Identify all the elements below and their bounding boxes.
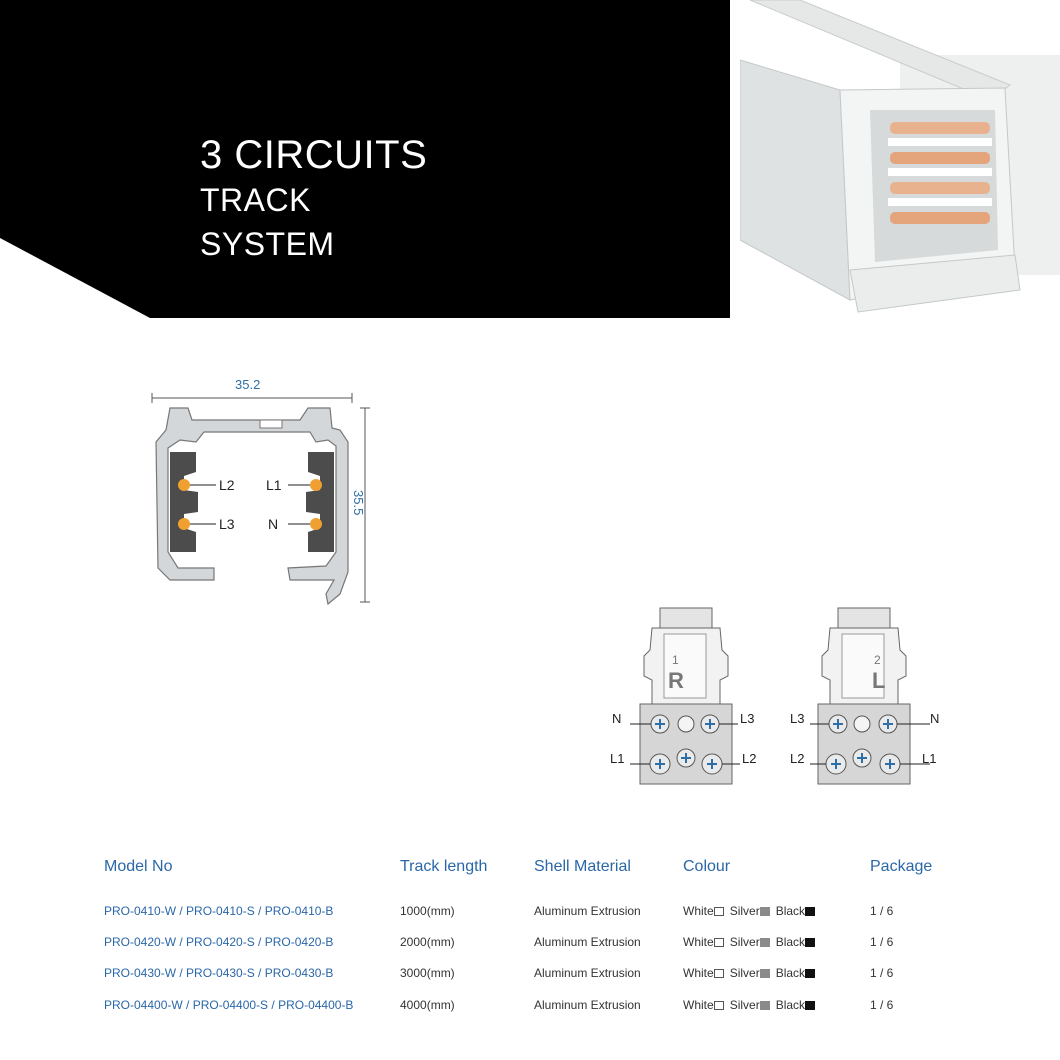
colour-cell: White Silver Black	[683, 998, 821, 1012]
header-package: Package	[870, 858, 933, 875]
table-row: PRO-0420-W / PRO-0420-S / PRO-0420-B 2000…	[104, 935, 964, 957]
colour-swatch-black	[805, 907, 816, 916]
wire-label-l1: L1	[266, 477, 282, 493]
connector-right: R 1	[630, 607, 740, 785]
connector-left-label-bottom-right: L1	[922, 751, 937, 766]
colour-option-white: White	[683, 966, 714, 980]
colour-option-silver: Silver	[729, 935, 760, 949]
header-track-length: Track length	[400, 858, 488, 875]
page-subtitle-track: TRACK	[200, 182, 311, 218]
connector-left-label-top-left: L3	[790, 711, 805, 726]
svg-text:L: L	[872, 668, 885, 693]
colour-option-white: White	[683, 935, 714, 949]
conductor-l1	[310, 479, 322, 491]
wire-label-l2: L2	[219, 477, 235, 493]
shell-material-cell: Aluminum Extrusion	[534, 998, 641, 1012]
connector-right-label-bottom-right: L2	[742, 751, 757, 766]
shell-material-cell: Aluminum Extrusion	[534, 966, 641, 980]
height-dimension-label: 35.5	[351, 490, 366, 516]
colour-swatch-black	[805, 969, 816, 978]
track-length-cell: 1000(mm)	[400, 904, 455, 918]
connector-left: L 2	[810, 607, 930, 785]
colour-option-silver: Silver	[729, 904, 760, 918]
header-model: Model No	[104, 858, 173, 875]
header-shell-material: Shell Material	[534, 858, 631, 875]
table-row: PRO-04400-W / PRO-04400-S / PRO-04400-B 4…	[104, 998, 964, 1020]
colour-option-black: Black	[775, 966, 806, 980]
connector-left-label-bottom-left: L2	[790, 751, 805, 766]
package-cell: 1 / 6	[870, 904, 894, 918]
colour-cell: White Silver Black	[683, 966, 821, 980]
connector-left-label-top-right: N	[930, 711, 940, 726]
header-banner: 3 CIRCUITS TRACK SYSTEM	[0, 0, 730, 318]
colour-swatch-silver	[759, 907, 770, 916]
page-subtitle-system: SYSTEM	[200, 226, 335, 262]
svg-text:R: R	[668, 668, 684, 693]
colour-cell: White Silver Black	[683, 935, 821, 949]
svg-text:1: 1	[672, 653, 679, 667]
connector-diagrams: R 1 L 2	[600, 600, 960, 790]
colour-swatch-silver	[759, 969, 770, 978]
colour-option-black: Black	[775, 998, 806, 1012]
title-block: 3 CIRCUITS TRACK SYSTEM	[200, 132, 427, 266]
colour-swatch-black	[805, 1001, 816, 1010]
connector-right-label-bottom-left: L1	[610, 751, 625, 766]
colour-option-white: White	[683, 904, 714, 918]
colour-swatch-white	[713, 938, 724, 947]
conductor-n	[310, 518, 322, 530]
page-title: 3 CIRCUITS	[200, 133, 428, 177]
track-length-cell: 3000(mm)	[400, 966, 455, 980]
connector-right-label-top-left: N	[612, 711, 622, 726]
shell-material-cell: Aluminum Extrusion	[534, 904, 641, 918]
colour-swatch-white	[713, 1001, 724, 1010]
connector-illustrations: R 1 L 2	[630, 607, 930, 785]
colour-swatch-white	[713, 907, 724, 916]
colour-option-white: White	[683, 998, 714, 1012]
shell-material-cell: Aluminum Extrusion	[534, 935, 641, 949]
model-number-cell: PRO-0410-W / PRO-0410-S / PRO-0410-B	[104, 904, 334, 918]
table-row: PRO-0410-W / PRO-0410-S / PRO-0410-B 1000…	[104, 904, 964, 926]
conductor-l2	[178, 479, 190, 491]
svg-text:2: 2	[874, 653, 881, 667]
track-product-image	[739, 0, 1060, 318]
package-cell: 1 / 6	[870, 935, 894, 949]
header-colour: Colour	[683, 858, 731, 875]
colour-swatch-black	[805, 938, 816, 947]
banner-shape	[0, 0, 730, 318]
colour-option-black: Black	[775, 935, 806, 949]
wire-label-n: N	[268, 516, 279, 532]
profile-cross-section	[151, 393, 370, 606]
model-number-cell: PRO-0430-W / PRO-0430-S / PRO-0430-B	[104, 966, 334, 980]
model-number-cell: PRO-0420-W / PRO-0420-S / PRO-0420-B	[104, 935, 334, 949]
table-row: PRO-0430-W / PRO-0430-S / PRO-0430-B 3000…	[104, 966, 964, 988]
track-profile-drawing: 35.2 35.5 L2 L3 L1 N	[140, 372, 400, 612]
colour-swatch-silver	[759, 1001, 770, 1010]
colour-option-silver: Silver	[729, 998, 760, 1012]
colour-option-silver: Silver	[729, 966, 760, 980]
track-length-cell: 2000(mm)	[400, 935, 455, 949]
package-cell: 1 / 6	[870, 966, 894, 980]
wire-label-l3: L3	[219, 516, 235, 532]
package-cell: 1 / 6	[870, 998, 894, 1012]
track-length-cell: 4000(mm)	[400, 998, 455, 1012]
width-dimension-label: 35.2	[235, 377, 261, 392]
colour-swatch-silver	[759, 938, 770, 947]
colour-option-black: Black	[775, 904, 806, 918]
colour-cell: White Silver Black	[683, 904, 821, 918]
connector-right-label-top-right: L3	[740, 711, 755, 726]
conductor-l3	[178, 518, 190, 530]
model-number-cell: PRO-04400-W / PRO-04400-S / PRO-04400-B	[104, 998, 354, 1012]
colour-swatch-white	[713, 969, 724, 978]
